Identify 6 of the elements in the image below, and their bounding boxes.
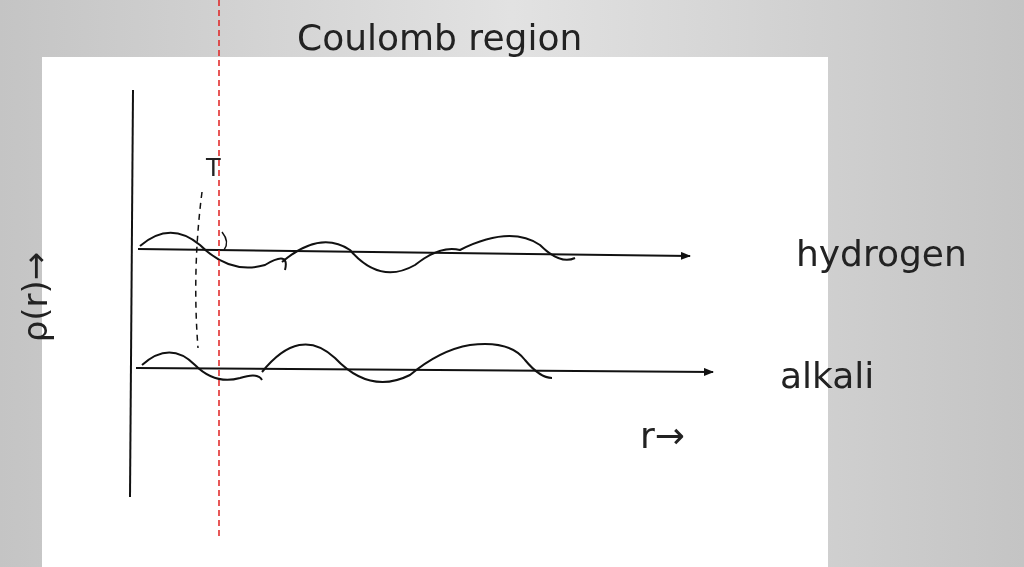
axis-label: r→ xyxy=(640,418,685,454)
curve-label: hydrogen xyxy=(796,236,967,272)
axis-label: ρ(r)→ xyxy=(18,251,53,343)
region-label: Coulomb region xyxy=(297,20,583,56)
curve-label: alkali xyxy=(780,358,875,394)
marker-label: T xyxy=(206,156,221,180)
